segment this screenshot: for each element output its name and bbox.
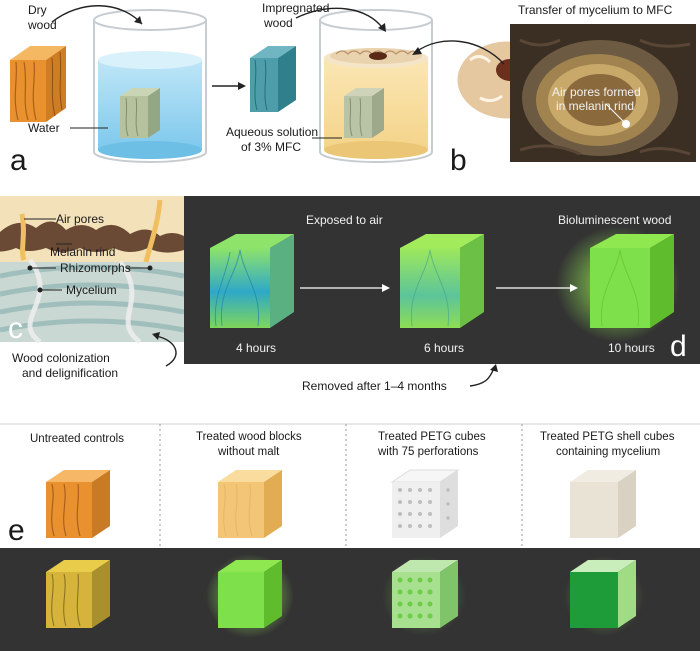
- panel-c-letter: c: [8, 312, 23, 345]
- impregnated-label-1: Impregnated: [262, 1, 329, 15]
- colonization-label-1: Wood colonization: [12, 351, 110, 365]
- d-arrow-2-head: [570, 284, 578, 292]
- air-pore-1: [19, 213, 27, 261]
- cube-6-hours: [400, 234, 484, 328]
- treated-wood-cube-top: [218, 470, 282, 538]
- air-pore-leader: [605, 103, 627, 125]
- col-3-label-1: Treated PETG cubes: [378, 431, 486, 443]
- panel-b-title: Transfer of mycelium to MFC: [518, 3, 673, 17]
- glowing-perforations: [397, 577, 433, 619]
- colonization-arrow-head: [152, 332, 160, 340]
- step-arrow-head: [238, 82, 246, 90]
- melanin-rind: [0, 221, 184, 253]
- dry-wood-cube: [10, 46, 66, 122]
- panel-b: Transfer of mycelium to MFC Air pores fo…: [450, 3, 696, 177]
- col-3-label-2: with 75 perforations: [377, 446, 479, 458]
- air-pores-label-1: Air pores formed: [552, 85, 641, 99]
- untreated-cube-dark: [46, 560, 110, 628]
- mfc-beaker: [319, 9, 433, 163]
- air-pore-2: [143, 199, 163, 263]
- air-pores-label: Air pores: [56, 212, 104, 226]
- melanin-rind-label: Melanin rind: [50, 245, 115, 259]
- col-4-label-1: Treated PETG shell cubes: [540, 431, 675, 443]
- treated-wood-cube-dark: [206, 554, 294, 638]
- impregnated-label-2: wood: [263, 16, 293, 30]
- dip-arrow: [51, 5, 143, 25]
- petg-perforated-cube-top: [390, 469, 460, 538]
- panel-b-letter: b: [450, 144, 467, 177]
- col-2-label-1: Treated wood blocks: [196, 431, 302, 443]
- solution-label-1: Aqueous solution: [226, 125, 318, 139]
- removed-arrow: [469, 367, 495, 387]
- impregnate-arrow-head: [378, 23, 386, 32]
- dip-arrow-head: [134, 16, 142, 24]
- panel-a: Dry wood Water Impregnated wood Aqueous …: [10, 1, 562, 177]
- cube-10-hours: [556, 226, 680, 342]
- colonization-label-2: and delignification: [22, 366, 118, 380]
- impregnated-wood-cube: [250, 46, 296, 112]
- dry-wood-label-1: Dry: [28, 3, 47, 17]
- water-beaker: [93, 9, 207, 163]
- panel-e: Untreated controls Treated wood blocks w…: [0, 423, 700, 651]
- panel-d-letter: d: [670, 330, 687, 363]
- petg-shell-cube-dark: [564, 556, 644, 636]
- cube-4-hours: [210, 234, 294, 328]
- mycelium-label: Mycelium: [66, 283, 117, 297]
- dry-wood-label-2: wood: [27, 18, 57, 32]
- d-arrow-1-head: [382, 284, 390, 292]
- air-pores-label-2: in melanin rind: [556, 99, 634, 113]
- panel-e-letter: e: [8, 514, 25, 547]
- removed-arrow-head: [490, 364, 498, 372]
- removed-label: Removed after 1–4 months: [302, 379, 447, 393]
- transfer-arrow: [415, 40, 505, 65]
- time-6-hours: 6 hours: [424, 341, 464, 355]
- time-10-hours: 10 hours: [608, 341, 655, 355]
- petg-shell-cube-top: [570, 470, 636, 538]
- water-label: Water: [28, 121, 60, 135]
- untreated-cube-top: [46, 470, 110, 538]
- hyphae: [27, 258, 142, 345]
- time-4-hours: 4 hours: [236, 341, 276, 355]
- col-4-label-2: containing mycelium: [556, 446, 660, 458]
- exposed-label: Exposed to air: [306, 213, 383, 227]
- colonization-arrow: [155, 335, 177, 367]
- impregnate-arrow: [295, 7, 385, 31]
- col-1-label-1: Untreated controls: [30, 433, 124, 445]
- panel-d: Exposed to air Bioluminescent wood 4 hou…: [184, 196, 700, 393]
- perforation-dots: [398, 488, 450, 528]
- col-2-label-2: without malt: [217, 446, 280, 458]
- solution-label-2: of 3% MFC: [241, 140, 301, 154]
- panel-c: Air pores Melanin rind Rhizomorphs Mycel…: [0, 196, 185, 380]
- bioluminescent-label: Bioluminescent wood: [558, 213, 671, 227]
- transfer-arrow-head: [412, 47, 422, 55]
- panel-a-letter: a: [10, 144, 27, 177]
- rhizomorphs-label: Rhizomorphs: [60, 261, 131, 275]
- petg-perforated-cube-dark: [382, 556, 466, 636]
- mfc-zoom-hyphae: [469, 52, 556, 104]
